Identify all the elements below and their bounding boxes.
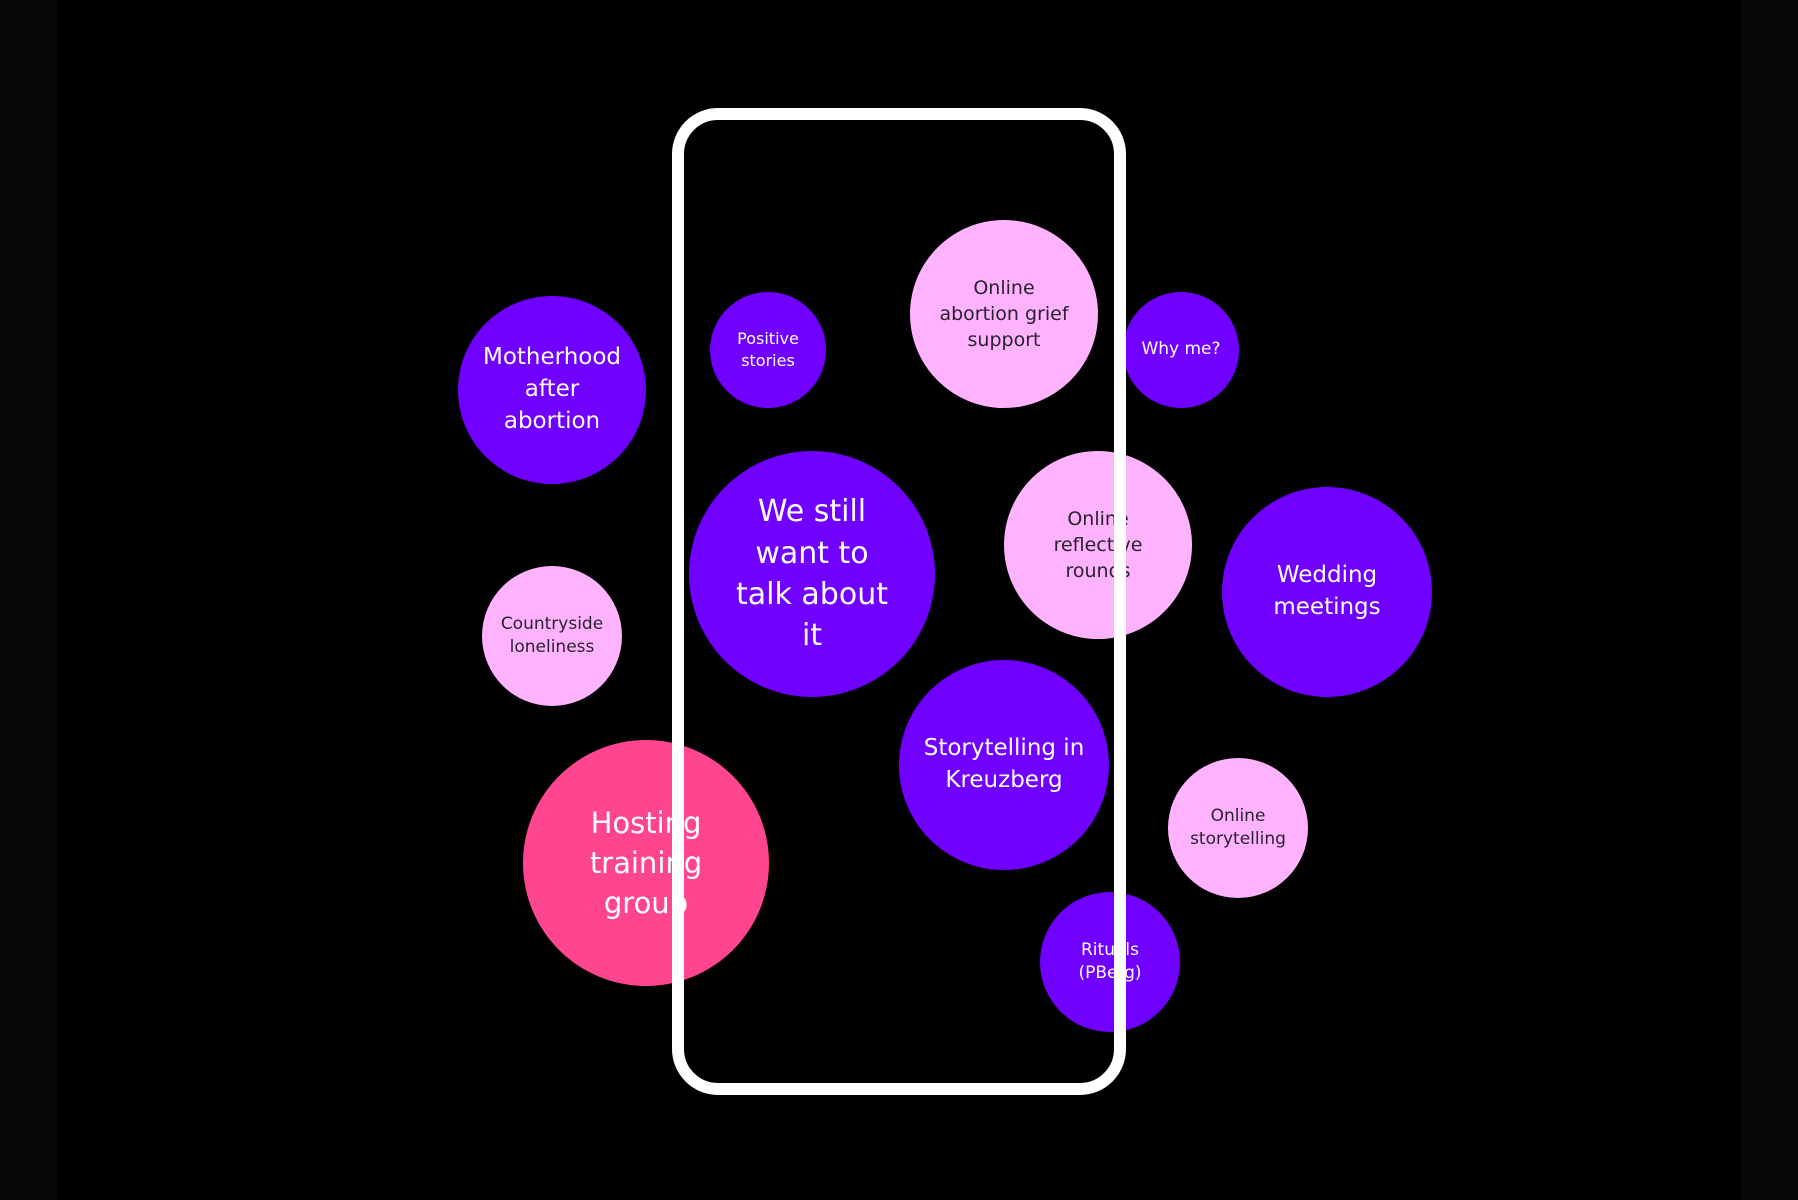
bubble-online-reflective-rounds: Online reflective rounds bbox=[1004, 451, 1192, 639]
bubble-motherhood: Motherhood after abortion bbox=[458, 296, 646, 484]
bubble-label: Motherhood after abortion bbox=[482, 344, 622, 434]
bubble-storytelling-kreuzberg: Storytelling in Kreuzberg bbox=[899, 660, 1109, 870]
right-edge-strip bbox=[1741, 0, 1798, 1200]
bubble-label: Storytelling in Kreuzberg bbox=[923, 735, 1085, 793]
bubble-wedding-meetings: Wedding meetings bbox=[1222, 487, 1432, 697]
bubble-label: Why me? bbox=[1141, 339, 1221, 360]
bubble-label: Countryside loneliness bbox=[500, 613, 604, 657]
phone-outline bbox=[672, 108, 1126, 1095]
bubble-positive-stories: Positive stories bbox=[710, 292, 826, 408]
bubble-we-still-want: We still want to talk about it bbox=[689, 451, 935, 697]
bubble-label: Wedding meetings bbox=[1273, 562, 1381, 620]
bubble-online-grief-support: Online abortion grief support bbox=[910, 220, 1098, 408]
bubble-why-me: Why me? bbox=[1123, 292, 1239, 408]
bubble-countryside-loneliness: Countryside loneliness bbox=[482, 566, 622, 706]
bubble-label: We still want to talk about it bbox=[736, 494, 888, 654]
bubble-rituals-pberg: Rituals (PBerg) bbox=[1040, 892, 1180, 1032]
bubble-label: Positive stories bbox=[737, 328, 799, 370]
bubble-label: Online abortion grief support bbox=[939, 276, 1069, 352]
left-edge-strip bbox=[0, 0, 57, 1200]
bubble-online-storytelling: Online storytelling bbox=[1168, 758, 1308, 898]
bubble-label: Online storytelling bbox=[1190, 805, 1286, 849]
